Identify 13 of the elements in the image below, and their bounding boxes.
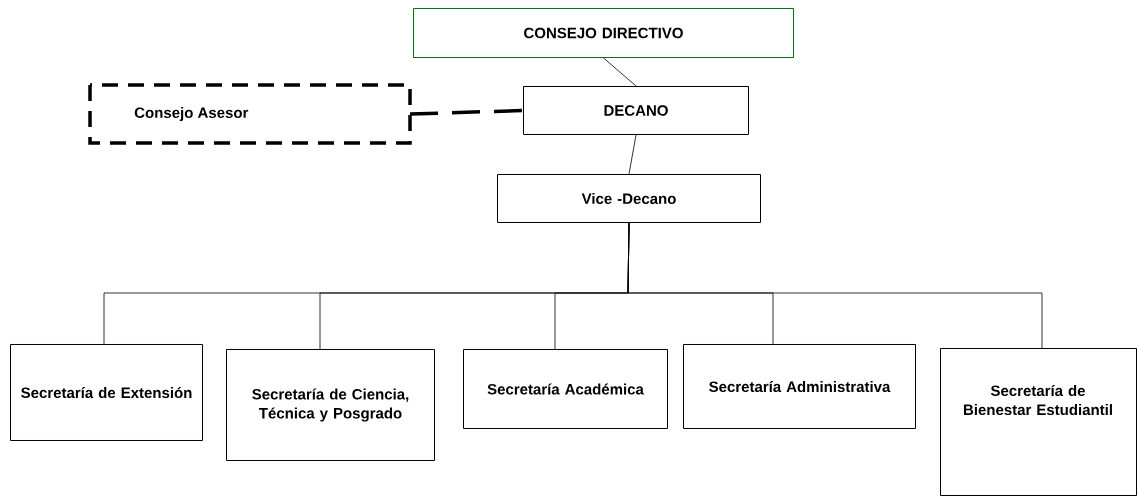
org-box: Secretaría Académica [463,349,668,429]
org-box: DECANO [523,86,749,135]
org-box: CONSEJO DIRECTIVO [413,8,794,58]
connector-line [409,108,524,116]
connector-line [603,57,637,87]
connector-line [627,222,1043,349]
org-box: Secretaría de Extensión [10,344,203,441]
org-box: Vice -Decano [497,174,761,223]
connector-line [628,134,637,175]
org-box: Secretaría Administrativa [683,344,916,429]
org-box: Secretaría de Ciencia, Técnica y Posgrado [226,349,435,461]
org-box: Secretaría de Bienestar Estudiantil [940,348,1137,496]
dashed-box: Consejo Asesor [88,83,412,145]
